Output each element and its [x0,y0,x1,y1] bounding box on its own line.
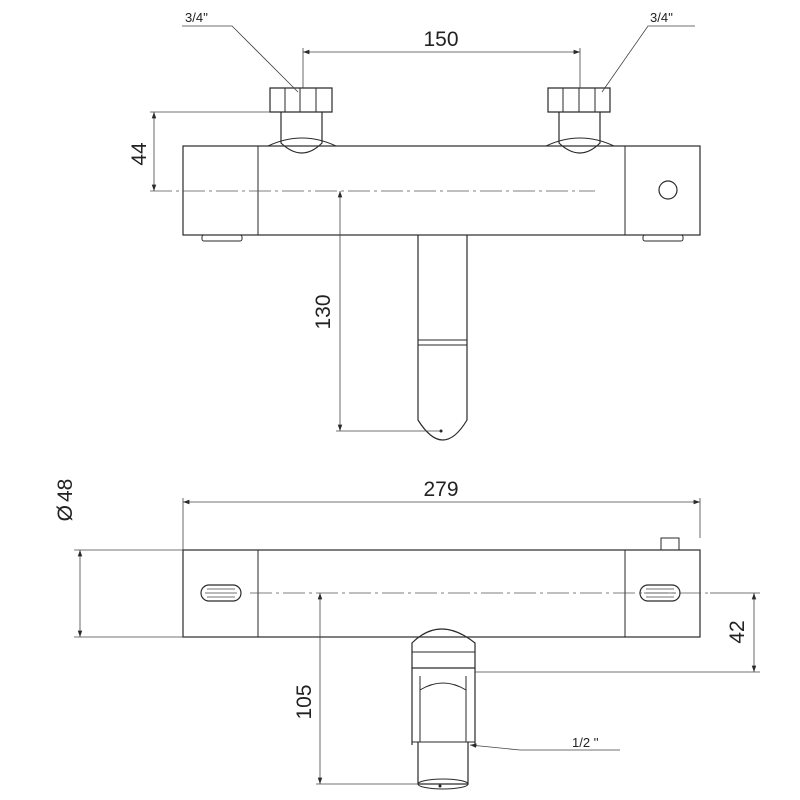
spout-top [417,235,468,441]
outlet-thread-label: 1/2 '' [572,735,599,750]
left-foot [201,234,243,242]
control-knob-hole [658,180,678,200]
left-thread-label: 3/4'' [185,10,208,25]
diameter-symbol: Ø [54,505,77,521]
dim-inlet-height: 44 [128,142,151,166]
right-thread-label: 3/4'' [650,10,673,25]
front-view: 279 Ø 48 42 105 1/2 '' [54,478,760,790]
spout-front [411,628,476,790]
dim-spout-projection: 130 [312,294,335,329]
right-inlet [545,87,615,154]
right-foot [642,234,684,242]
diameter-value: 48 [54,479,77,502]
dim-diameter: Ø 48 [54,479,77,522]
dim-axis-to-spout: 42 [726,620,749,643]
left-inlet [267,87,337,154]
top-view: 150 3/4'' 3/4'' 44 130 [128,10,701,441]
mixer-body-top [182,145,701,236]
dim-overall-length: 279 [423,478,458,501]
dim-inlet-spacing: 150 [423,28,458,51]
dim-spout-height: 105 [293,684,316,719]
left-slot [200,584,242,602]
top-button [660,537,680,551]
mixer-body-front [182,549,701,638]
